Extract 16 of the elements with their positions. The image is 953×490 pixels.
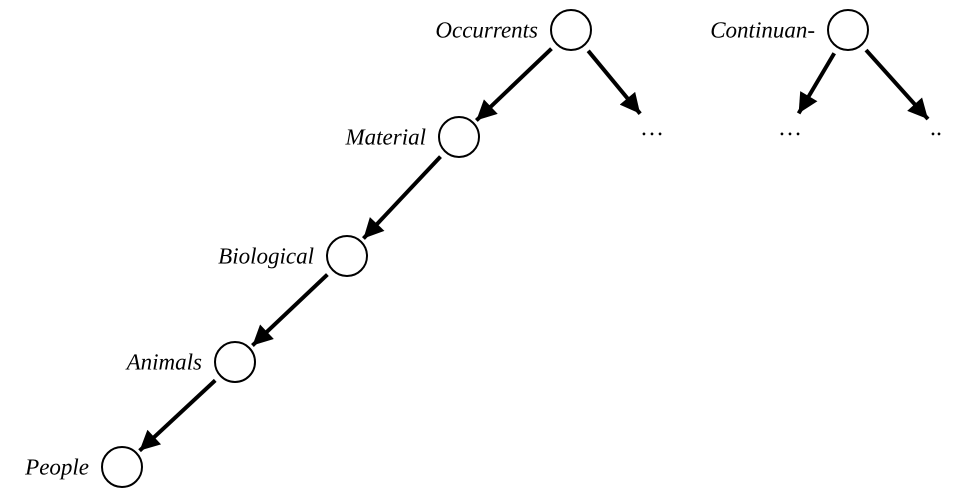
arrow — [362, 155, 442, 240]
node-label: Continuan- — [710, 18, 815, 42]
ellipsis-text: … — [778, 116, 802, 140]
arrow — [796, 52, 836, 114]
node-label: Material — [346, 126, 426, 148]
node-label: Animals — [126, 350, 202, 374]
arrow — [864, 48, 930, 120]
node-label: Occurrents — [435, 18, 538, 42]
ellipsis-text: .. — [930, 116, 942, 140]
ellipsis-text: … — [640, 116, 664, 140]
arrow — [586, 50, 642, 115]
arrow — [474, 47, 553, 122]
node-label: Biological — [218, 244, 314, 268]
arrow — [138, 378, 217, 452]
node-label: People — [25, 456, 89, 478]
arrow — [251, 273, 329, 347]
